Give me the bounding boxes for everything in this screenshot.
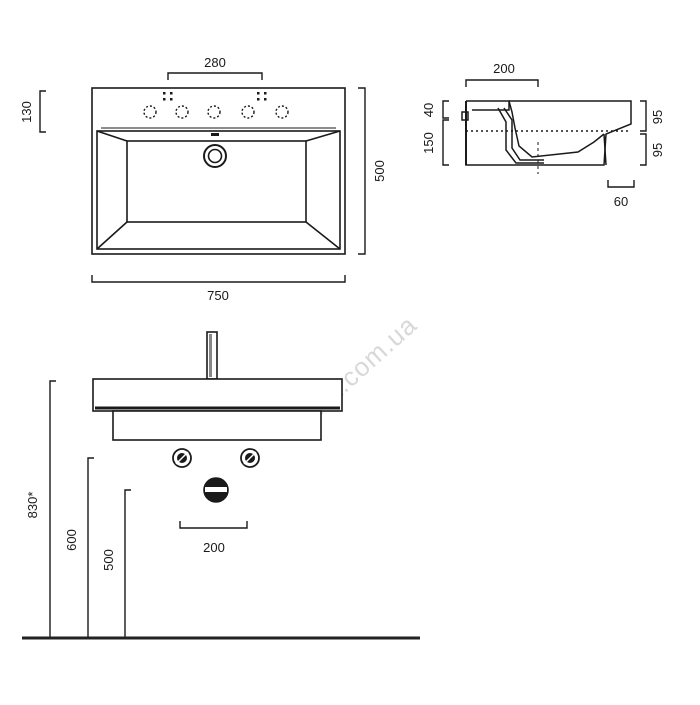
trap-pipe <box>503 107 544 161</box>
basin-front <box>92 378 343 412</box>
front-skirt <box>603 133 607 166</box>
tap-hole-markers <box>163 92 267 101</box>
dim-label-40: 40 <box>421 103 436 117</box>
bowl-corner-bl <box>96 221 128 250</box>
bowl-inner <box>126 140 307 223</box>
drain-outer <box>203 144 227 168</box>
bowl-corner-br <box>305 221 341 250</box>
dim-label-200-top: 200 <box>493 61 515 76</box>
tap-hole <box>207 105 221 119</box>
bowl-corner-tr <box>305 130 341 142</box>
dim-200-bottom-bracket <box>179 521 248 529</box>
trap-pipe-inner <box>497 107 544 164</box>
dim-label-95-lower: 95 <box>650 143 665 157</box>
dim-40-bracket <box>442 100 449 119</box>
faucet-spout-shade <box>209 334 212 377</box>
dim-150-bracket <box>442 119 449 166</box>
dim-label-830: 830* <box>25 492 40 519</box>
side-section <box>461 100 632 174</box>
dim-280-bracket <box>167 72 263 80</box>
rim-wall <box>466 100 510 111</box>
waste-outlet <box>203 477 229 503</box>
dim-label-280: 280 <box>204 55 226 70</box>
dim-95-upper-bracket <box>640 100 647 132</box>
dim-label-500: 500 <box>101 549 116 571</box>
dim-95-lower-bracket <box>640 133 647 166</box>
dim-label-150: 150 <box>421 132 436 154</box>
front-elevation-dimension-lines <box>49 380 248 638</box>
dim-label-95-upper: 95 <box>650 110 665 124</box>
front-elevation <box>92 331 343 441</box>
tap-hole <box>143 105 157 119</box>
valve-right <box>240 448 260 468</box>
basin-underside <box>112 410 322 441</box>
tap-holes <box>143 105 289 119</box>
dim-60-bracket <box>607 180 635 188</box>
dim-130-bracket <box>39 90 46 133</box>
dim-label-130: 130 <box>19 101 34 123</box>
tap-hole <box>175 105 189 119</box>
bowl-corner-tl <box>96 130 128 142</box>
tap-hole <box>241 105 255 119</box>
dim-label-500: 500 <box>372 160 387 182</box>
basin-outline <box>91 87 346 255</box>
dim-830-line <box>49 380 56 638</box>
dim-500-line <box>124 489 131 638</box>
drain-inner <box>207 148 223 164</box>
top-view <box>91 87 346 255</box>
top-view-dimension-lines <box>39 72 366 283</box>
valve-left <box>172 448 192 468</box>
bowl-outer <box>96 130 341 250</box>
dim-500-bracket <box>358 87 366 255</box>
dim-label-600: 600 <box>64 529 79 551</box>
dim-label-60: 60 <box>614 194 628 209</box>
dim-200-top-bracket <box>465 79 539 87</box>
dim-600-line <box>87 457 94 638</box>
tap-hole <box>275 105 289 119</box>
dim-label-750: 750 <box>207 288 229 303</box>
mount-bracket <box>461 111 469 121</box>
overflow-slot <box>211 133 219 136</box>
side-section-dimension-lines <box>442 79 647 188</box>
dim-label-200-bottom: 200 <box>203 540 225 555</box>
dim-750-bracket <box>91 275 346 283</box>
bowl-profile <box>508 100 605 158</box>
